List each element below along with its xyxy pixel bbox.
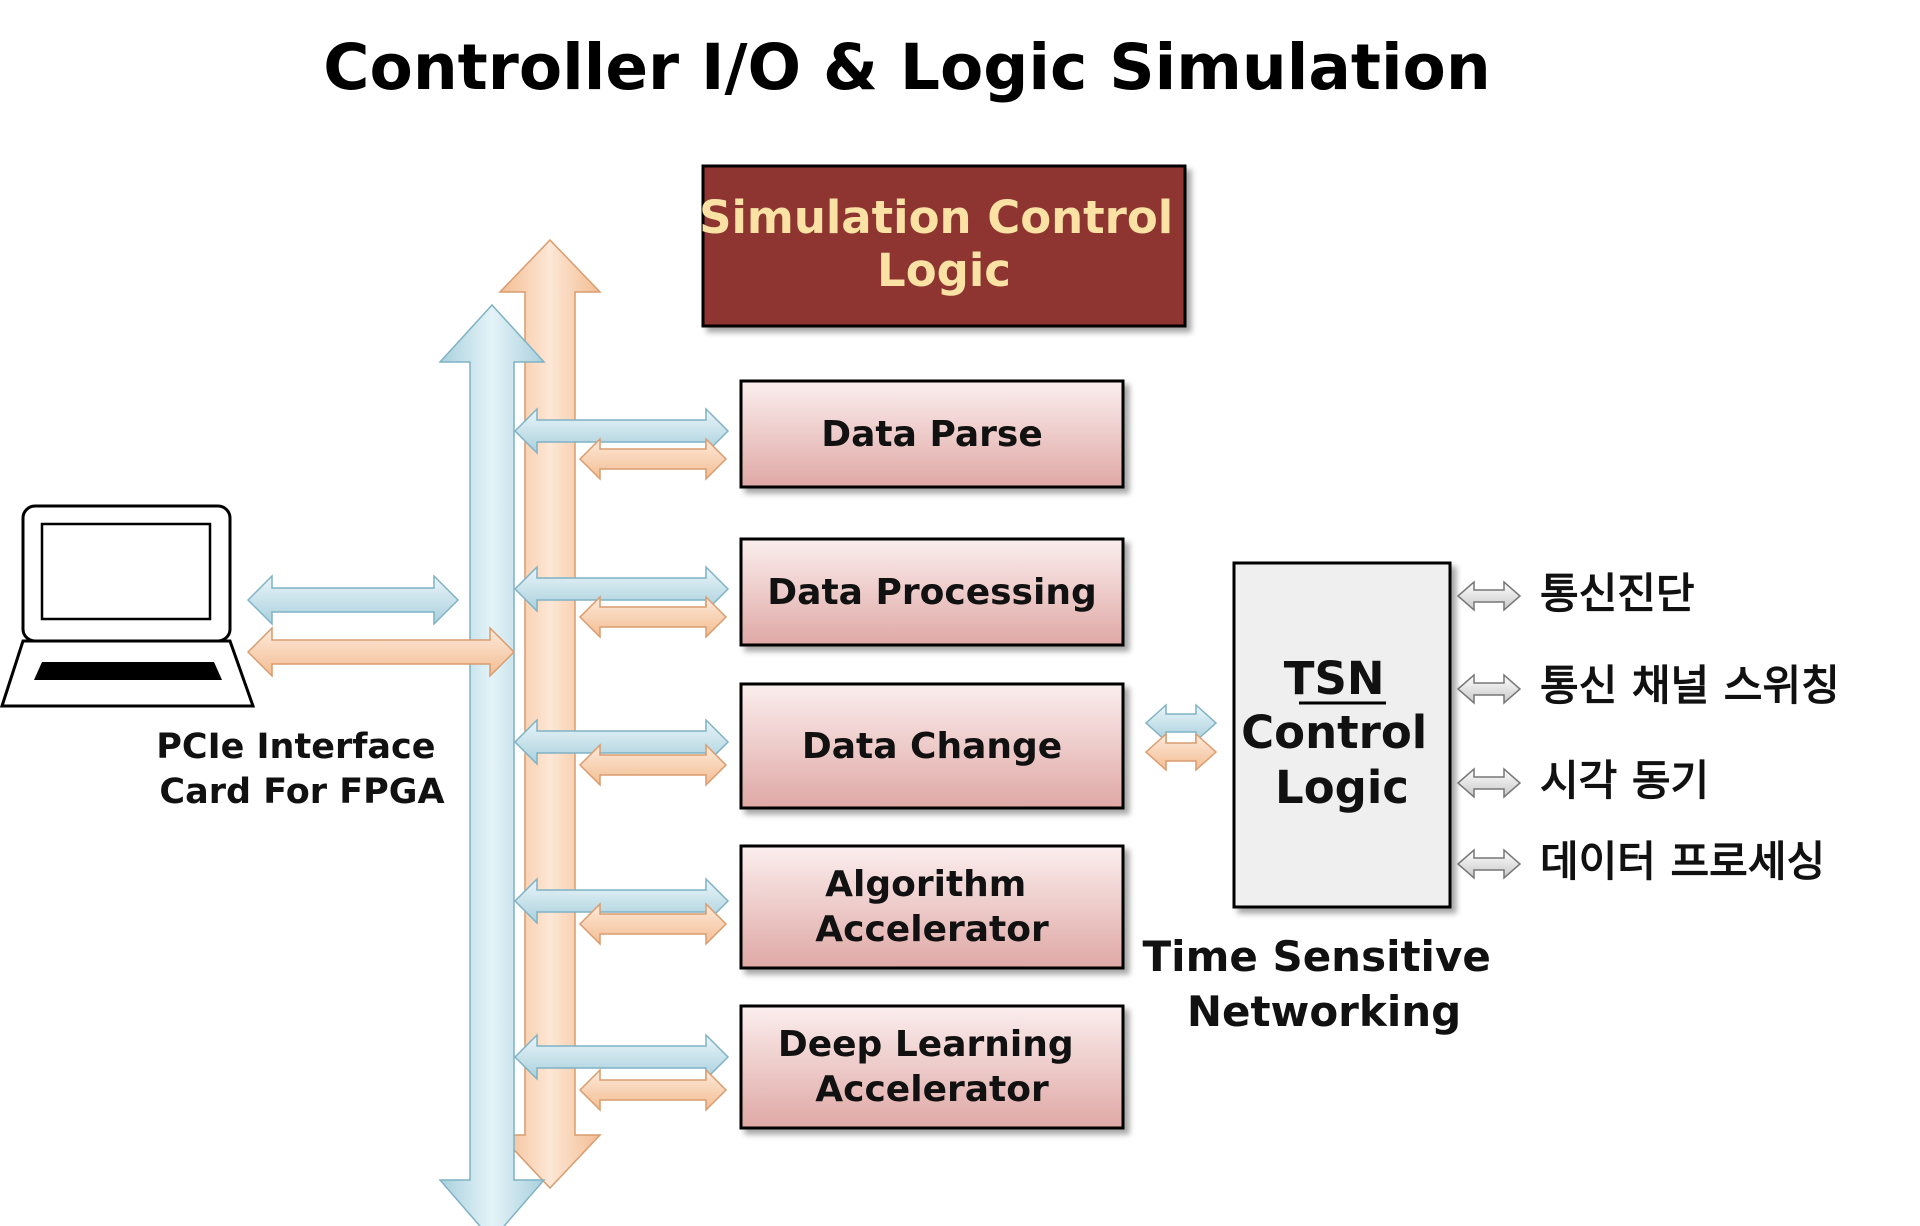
module-algorithm-line1: Algorithm xyxy=(825,864,1026,905)
data-processing-blue-arrow xyxy=(513,565,730,613)
module-data-processing-label: Data Processing xyxy=(767,572,1096,613)
simulation-control-logic-block: Simulation Control Logic xyxy=(699,164,1189,328)
tsn-function-label-4: 데이터 프로세싱 xyxy=(1540,837,1825,886)
function-arrow-2 xyxy=(1456,673,1522,705)
tsn-function-label-3: 시각 동기 xyxy=(1540,756,1709,805)
data-processing-orange-arrow xyxy=(578,595,728,639)
algorithm-blue-arrow xyxy=(513,877,730,925)
svg-text:Data Change: Data Change xyxy=(802,726,1062,767)
module-deep-learning-line1: Deep Learning xyxy=(778,1024,1074,1065)
control-block-line1: Simulation Control xyxy=(699,191,1173,244)
svg-text:Data Processing: Data Processing xyxy=(767,572,1096,613)
svg-text:Deep Learning Accelerato: Deep Learning Accelerator xyxy=(778,1024,1086,1110)
laptop-icon xyxy=(0,504,256,708)
module-data-parse: Data Parse xyxy=(739,379,1125,489)
data-parse-orange-arrow xyxy=(578,437,728,481)
module-algorithm-line2: Accelerator xyxy=(815,909,1049,950)
pcie-label-line1: PCIe Interface xyxy=(156,727,435,767)
module-deep-learning-line2: Accelerator xyxy=(815,1069,1049,1110)
tsn-line2: Control xyxy=(1241,706,1427,759)
module-algorithm-accelerator: Algorithm Accelerator xyxy=(739,844,1125,970)
svg-text:Algorithm Accelerator: Algorithm Accelerator xyxy=(815,864,1049,950)
svg-text:Simulation Control Logic: Simulation Control Logic xyxy=(699,191,1189,297)
module-data-change: Data Change xyxy=(739,682,1125,810)
algorithm-orange-arrow xyxy=(578,902,728,946)
pcie-label-line2: Card For FPGA xyxy=(159,772,444,812)
orange-vertical-bus-arrow xyxy=(498,238,602,1190)
laptop-blue-arrow xyxy=(246,574,460,626)
function-arrow-3 xyxy=(1456,767,1522,799)
tsn-function-label-2: 통신 채널 스위칭 xyxy=(1540,661,1840,710)
tsn-link-orange-arrow xyxy=(1144,732,1218,772)
module-data-change-label: Data Change xyxy=(802,726,1062,767)
tsn-caption: Time Sensitive Networking xyxy=(1143,932,1506,1036)
pcie-label: PCIe Interface Card For FPGA xyxy=(156,727,447,812)
data-change-orange-arrow xyxy=(578,743,728,787)
module-data-parse-label: Data Parse xyxy=(821,414,1043,455)
deep-learning-blue-arrow xyxy=(513,1033,730,1081)
tsn-function-label-1: 통신진단 xyxy=(1540,569,1695,618)
data-change-blue-arrow xyxy=(513,718,730,766)
module-data-processing: Data Processing xyxy=(739,537,1125,647)
svg-text:TSN Control Logic: TSN Control Logic xyxy=(1241,652,1443,814)
tsn-acronym: TSN xyxy=(1284,652,1385,705)
tsn-control-logic-block: TSN Control Logic xyxy=(1232,561,1452,909)
module-link-arrows xyxy=(513,407,730,1112)
tsn-caption-line1: Time Sensitive xyxy=(1143,932,1491,981)
function-arrow-1 xyxy=(1456,580,1522,612)
tsn-link-blue-arrow xyxy=(1144,703,1218,743)
control-block-line2: Logic xyxy=(877,244,1011,297)
module-deep-learning-accelerator: Deep Learning Accelerator xyxy=(739,1004,1125,1130)
data-parse-blue-arrow xyxy=(513,407,730,455)
deep-learning-orange-arrow xyxy=(578,1068,728,1112)
svg-text:Data Parse: Data Parse xyxy=(821,414,1043,455)
tsn-function-arrows xyxy=(1456,580,1522,880)
tsn-line3: Logic xyxy=(1275,761,1409,814)
blue-vertical-bus-arrow xyxy=(438,303,546,1226)
tsn-caption-line2: Networking xyxy=(1187,987,1461,1036)
function-arrow-4 xyxy=(1456,848,1522,880)
laptop-orange-arrow xyxy=(246,626,516,678)
page-title: Controller I/O & Logic Simulation xyxy=(323,31,1490,104)
